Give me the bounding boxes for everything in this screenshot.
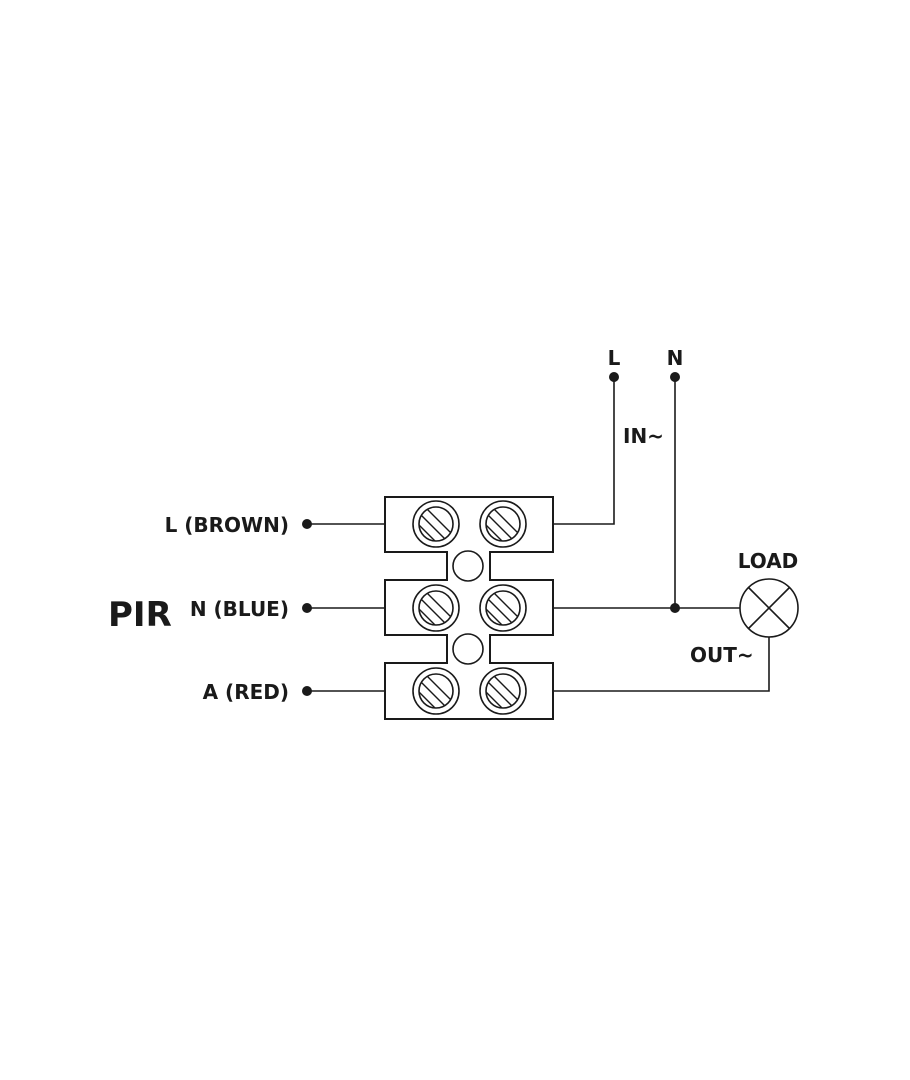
supply-label-n: N xyxy=(667,346,684,370)
output-wire xyxy=(553,637,770,692)
output-label: OUT~ xyxy=(690,643,754,667)
screw-terminal-icon xyxy=(479,500,527,548)
screw-terminal-icon xyxy=(412,500,460,548)
terminal-block-body xyxy=(384,496,554,720)
lamp-icon xyxy=(739,578,799,638)
separator-hole xyxy=(452,550,484,582)
supply-label-l: L xyxy=(608,346,621,370)
screw-terminal-icon xyxy=(412,667,460,715)
screw-terminal-icon xyxy=(479,584,527,632)
device-label: PIR xyxy=(108,595,172,635)
terminal-block xyxy=(384,496,554,720)
terminal-label-a: A (RED) xyxy=(203,680,289,704)
load-label: LOAD xyxy=(738,549,799,573)
separator-hole xyxy=(452,633,484,665)
supply-wire-l xyxy=(553,377,615,525)
screw-terminal-icon xyxy=(479,667,527,715)
input-label: IN~ xyxy=(623,424,664,448)
screw-terminal-icon xyxy=(412,584,460,632)
terminal-label-n: N (BLUE) xyxy=(190,597,289,621)
terminal-label-l: L (BROWN) xyxy=(165,513,289,537)
left-leads xyxy=(302,519,385,696)
supply-wiring xyxy=(553,372,740,613)
